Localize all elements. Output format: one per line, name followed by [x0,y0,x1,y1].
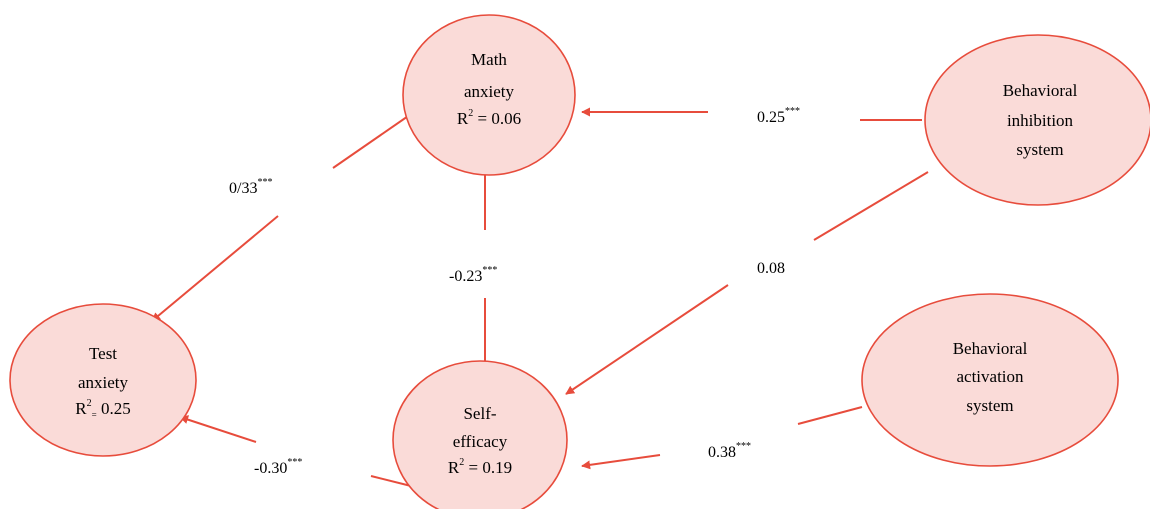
node-bis-line3: system [1016,140,1063,159]
node-bis-line1: Behavioral [1003,81,1078,100]
node-bas-line1: Behavioral [953,339,1028,358]
node-test-anxiety-r2: R2= 0.25 [75,398,130,420]
node-self-efficacy-line2: efficacy [453,432,508,451]
coef-bis-to-math-anxiety: 0.25*** [757,106,800,126]
node-math-anxiety-line1: Math [471,50,507,69]
coef-math-anxiety-to-test-anxiety: 0/33*** [229,177,272,197]
node-math-anxiety-line2: anxiety [464,82,515,101]
edge-math-anxiety-to-test-anxiety [151,111,415,322]
node-self-efficacy-r2: R2 = 0.19 [448,457,512,477]
coef-bis-to-self-efficacy: 0.08 [757,260,785,277]
node-test-anxiety-line2: anxiety [78,373,129,392]
node-test-anxiety-line1: Test [89,344,117,363]
node-bas-line3: system [966,396,1013,415]
edge-self-efficacy-to-test-anxiety [179,415,416,488]
node-self-efficacy-line1: Self- [463,404,496,423]
coef-self-efficacy-to-test-anxiety: -0.30*** [254,457,302,477]
node-self-efficacy: Self- efficacy R2 = 0.19 [392,360,568,509]
node-bis-line2: inhibition [1007,111,1074,130]
node-behavioral-activation-system: Behavioral activation system [861,293,1119,467]
edge-bis-to-self-efficacy [565,171,929,395]
node-test-anxiety: Test anxiety R2= 0.25 [9,303,197,457]
node-math-anxiety-r2: R2 = 0.06 [457,108,521,128]
coef-bas-to-self-efficacy: 0.38*** [708,441,751,461]
node-behavioral-inhibition-system: Behavioral inhibition system [924,34,1150,206]
edge-bas-to-self-efficacy [581,406,863,470]
node-math-anxiety: Math anxiety R2 = 0.06 [402,14,576,176]
edge-bis-to-math-anxiety [581,107,922,121]
coef-math-anxiety-to-self-efficacy: -0.23*** [449,265,497,285]
node-bas-line2: activation [956,367,1024,386]
